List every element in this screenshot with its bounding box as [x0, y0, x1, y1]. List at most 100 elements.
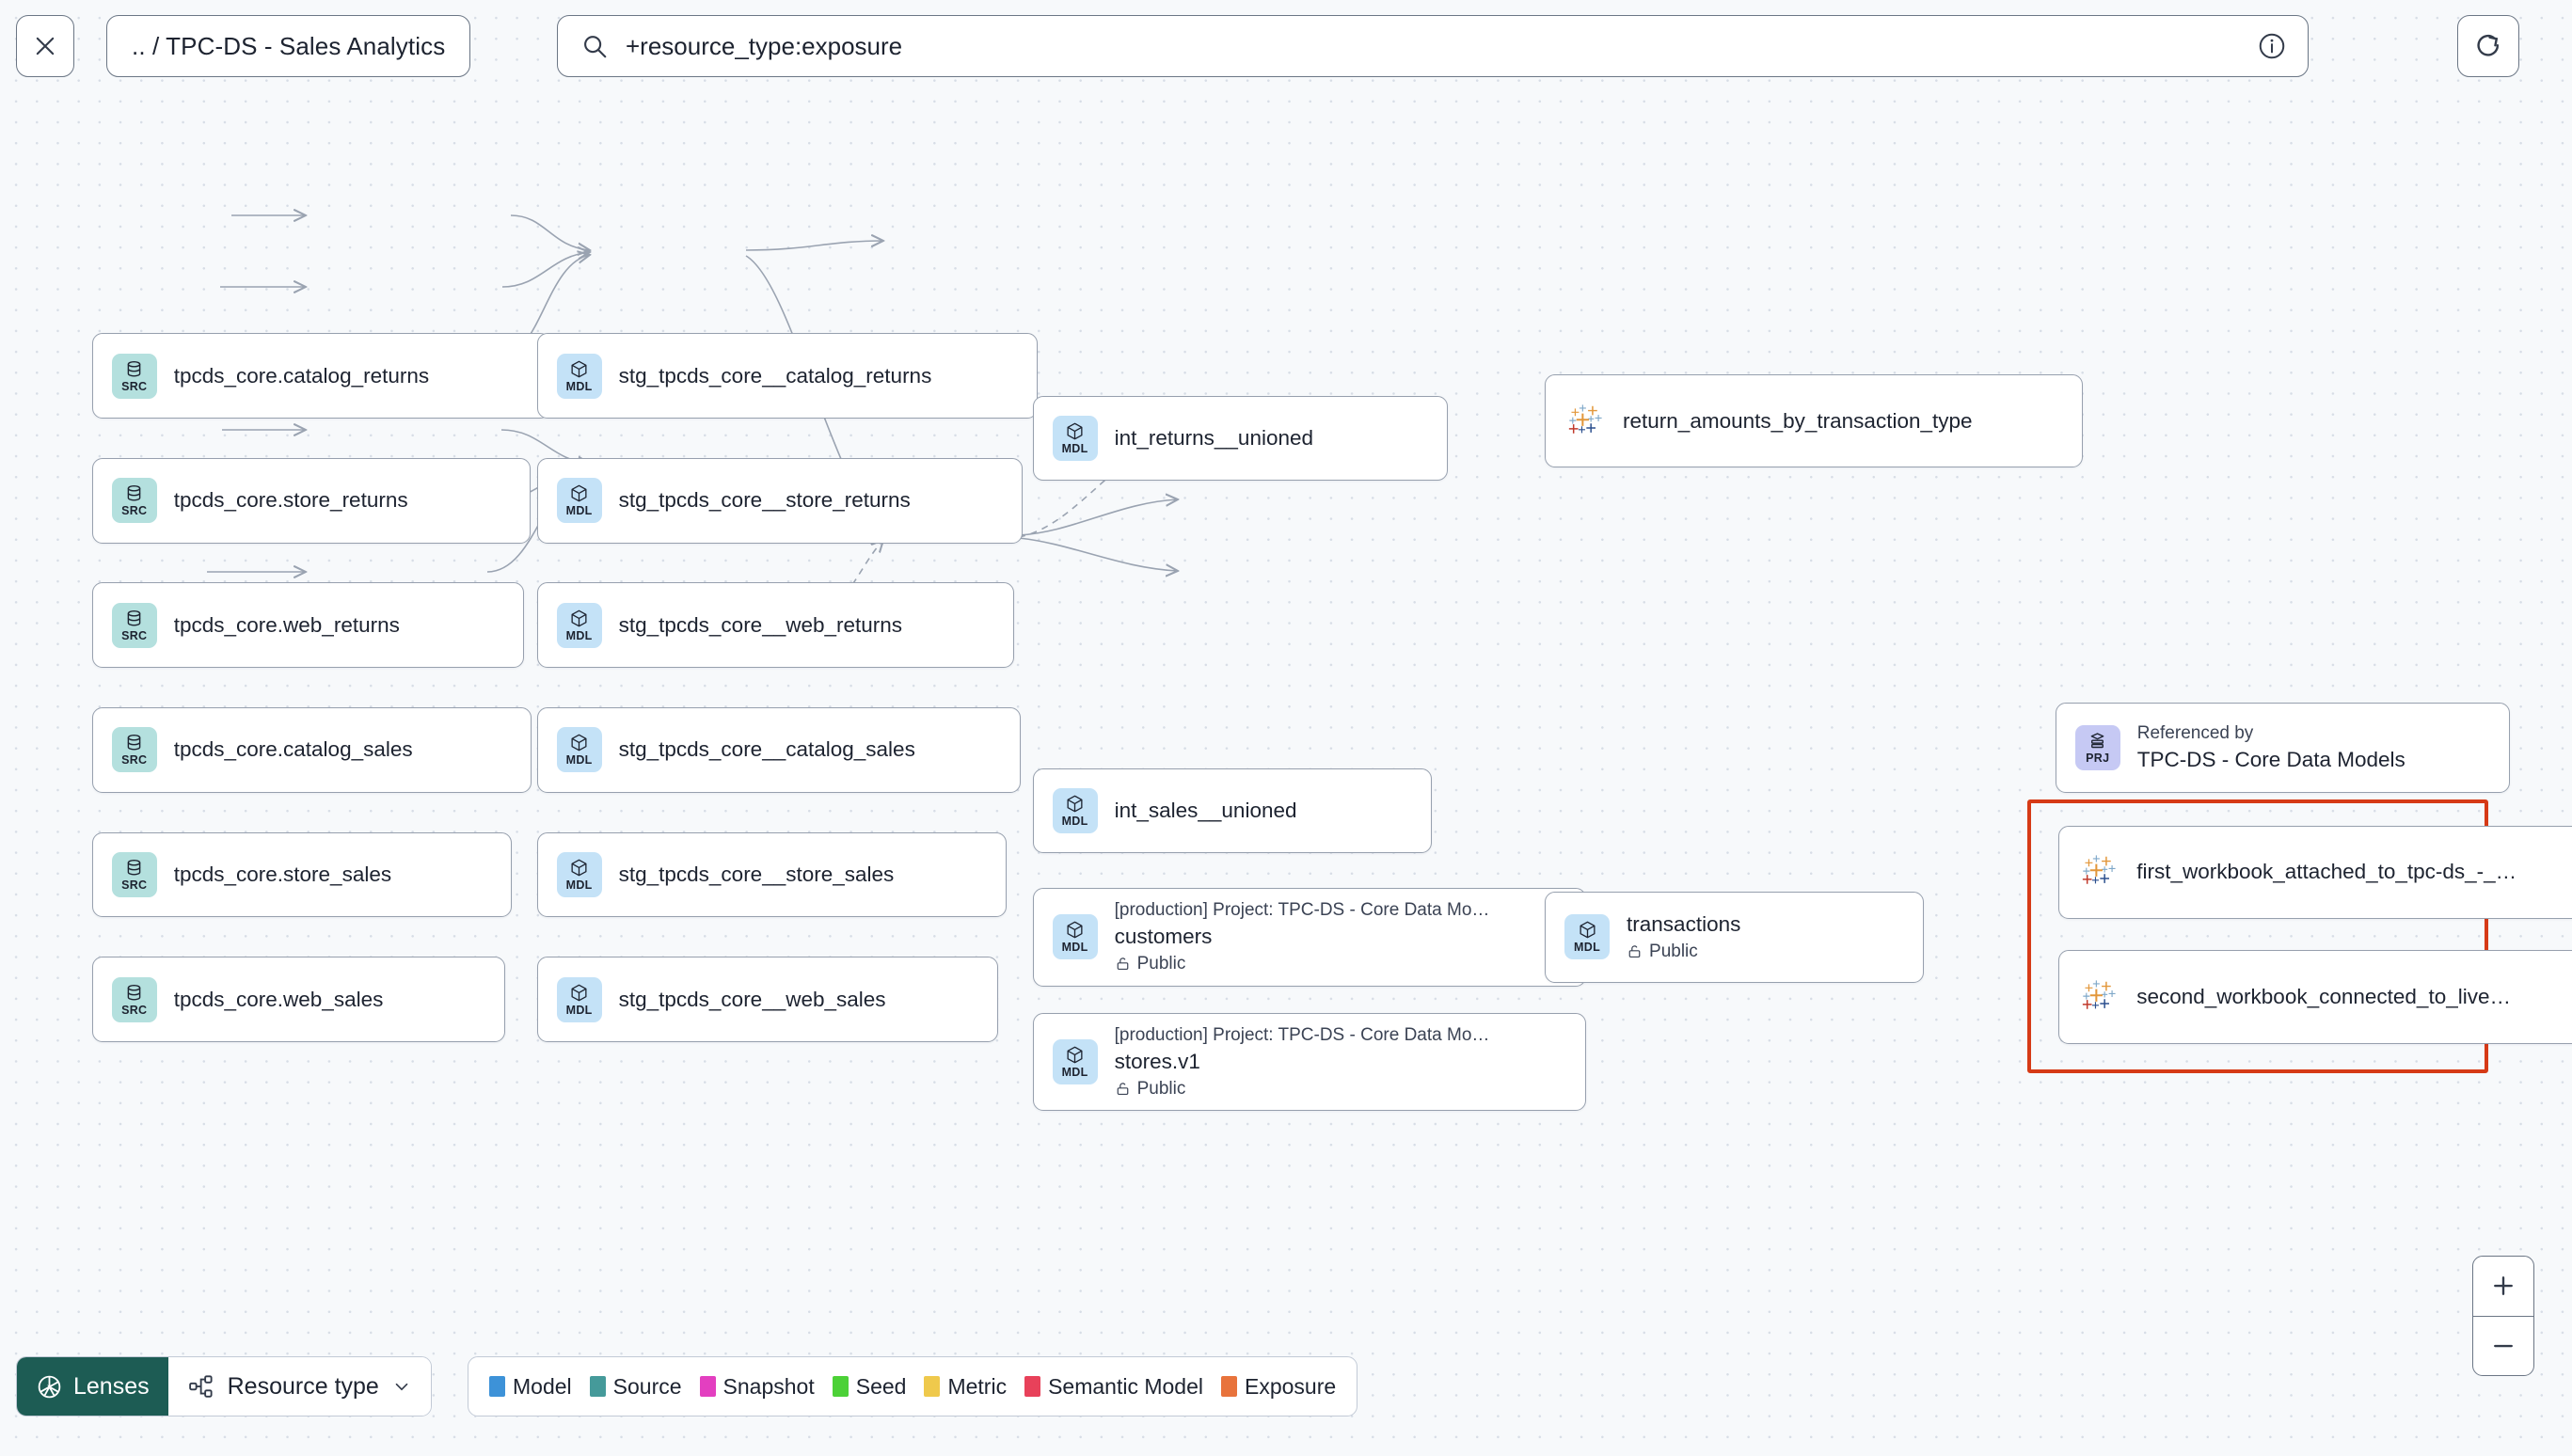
legend-item-exposure[interactable]: Exposure — [1221, 1374, 1336, 1400]
info-icon[interactable] — [2257, 31, 2287, 61]
node-title: stg_tpcds_core__store_sales — [618, 863, 895, 887]
node-title: stg_tpcds_core__web_returns — [618, 612, 903, 637]
node-title: stg_tpcds_core__web_sales — [618, 987, 886, 1011]
node-labels: int_returns__unioned — [1115, 426, 1313, 451]
graph-node-int_returns_unioned[interactable]: MDL int_returns__unioned — [1032, 395, 1449, 482]
database-icon — [124, 609, 144, 628]
hierarchy-icon — [188, 1375, 213, 1398]
graph-node-second_workbook[interactable]: second_workbook_connected_to_live… — [2058, 950, 2572, 1044]
legend-item-seed[interactable]: Seed — [832, 1373, 907, 1400]
legend-item-source[interactable]: Source — [589, 1373, 682, 1400]
node-labels: second_workbook_connected_to_live… — [2136, 985, 2511, 1009]
graph-node-transactions[interactable]: MDL transactions Public — [1545, 891, 1925, 984]
node-title: TPC-DS - Core Data Models — [2136, 747, 2405, 771]
search-bar[interactable]: +resource_type:exposure — [557, 15, 2309, 77]
legend-item-model[interactable]: Model — [489, 1374, 572, 1400]
graph-node-src_web_returns[interactable]: SRC tpcds_core.web_returns — [91, 582, 524, 669]
graph-node-stores_v1[interactable]: MDL [production] Project: TPC-DS - Core … — [1032, 1012, 1586, 1112]
legend-label: Seed — [855, 1373, 907, 1399]
breadcrumb[interactable]: .. / TPC-DS - Sales Analytics — [106, 15, 471, 77]
graph-node-src_store_sales[interactable]: SRC tpcds_core.store_sales — [91, 831, 513, 918]
node-visibility-label: Public — [1136, 1078, 1186, 1099]
node-project-label: [production] Project: TPC-DS - Core Data… — [1114, 1024, 1490, 1045]
node-labels: tpcds_core.web_returns — [174, 613, 400, 638]
graph-node-stg_store_sales[interactable]: MDL stg_tpcds_core__store_sales — [536, 831, 1007, 918]
refresh-button[interactable] — [2457, 15, 2519, 77]
zoom-out-button[interactable] — [2473, 1317, 2533, 1376]
node-labels: int_sales__unioned — [1115, 799, 1297, 823]
plus-icon — [2494, 1276, 2513, 1296]
graph-node-stg_web_returns[interactable]: MDL stg_tpcds_core__web_returns — [536, 582, 1015, 669]
node-type-badge-mdl: MDL — [556, 478, 602, 524]
graph-node-customers[interactable]: MDL [production] Project: TPC-DS - Core … — [1032, 888, 1586, 987]
node-type-badge-label: MDL — [565, 753, 593, 768]
legend-swatch — [924, 1376, 941, 1397]
node-labels: stg_tpcds_core__catalog_sales — [619, 737, 915, 762]
node-type-badge-src: SRC — [111, 976, 157, 1022]
breadcrumb-label: .. / TPC-DS - Sales Analytics — [132, 31, 446, 60]
node-type-badge-label: SRC — [121, 628, 148, 642]
graph-node-first_workbook[interactable]: first_workbook_attached_to_tpc-ds_-_… — [2058, 825, 2572, 920]
node-type-badge-mdl: MDL — [1564, 914, 1611, 960]
node-type-badge-mdl: MDL — [1052, 415, 1098, 461]
graph-node-src_store_returns[interactable]: SRC tpcds_core.store_returns — [91, 457, 531, 544]
node-type-badge-mdl: MDL — [1052, 914, 1098, 960]
legend-swatch — [489, 1376, 505, 1397]
zoom-in-button[interactable] — [2473, 1257, 2533, 1317]
legend-item-snapshot[interactable]: Snapshot — [699, 1374, 815, 1400]
node-type-badge-src: SRC — [111, 602, 157, 648]
graph-node-stg_catalog_sales[interactable]: MDL stg_tpcds_core__catalog_sales — [536, 707, 1022, 793]
close-button[interactable] — [16, 15, 74, 77]
graph-node-src_catalog_returns[interactable]: SRC tpcds_core.catalog_returns — [91, 333, 550, 419]
top-toolbar: .. / TPC-DS - Sales Analytics +resource_… — [0, 0, 2572, 110]
resource-type-dropdown[interactable]: Resource type — [167, 1357, 431, 1416]
graph-node-stg_catalog_returns[interactable]: MDL stg_tpcds_core__catalog_returns — [536, 333, 1038, 419]
cube-icon — [1065, 794, 1085, 814]
cube-icon — [569, 609, 589, 628]
node-type-badge-label: MDL — [1061, 441, 1088, 455]
graph-node-return_amounts[interactable]: return_amounts_by_transaction_type — [1545, 373, 2084, 468]
cube-icon — [569, 359, 589, 379]
node-title: int_sales__unioned — [1114, 799, 1297, 823]
node-type-badge-mdl: MDL — [556, 602, 602, 648]
node-title: second_workbook_connected_to_live… — [2136, 985, 2511, 1009]
node-type-badge-label: MDL — [1061, 941, 1088, 955]
database-icon — [124, 983, 144, 1003]
unlock-icon — [1117, 1083, 1128, 1096]
node-labels: first_workbook_attached_to_tpc-ds_-_… — [2136, 860, 2516, 884]
project-icon — [2088, 731, 2107, 751]
node-labels: return_amounts_by_transaction_type — [1623, 409, 1972, 434]
node-type-badge-label: MDL — [1061, 1066, 1088, 1079]
search-input[interactable]: +resource_type:exposure — [626, 31, 903, 60]
tableau-icon — [1568, 404, 1602, 434]
node-type-badge-mdl: MDL — [1052, 788, 1098, 834]
graph-node-stg_store_returns[interactable]: MDL stg_tpcds_core__store_returns — [536, 457, 1024, 544]
graph-node-int_sales_unioned[interactable]: MDL int_sales__unioned — [1032, 768, 1432, 854]
node-type-badge-label: SRC — [121, 1003, 148, 1017]
database-icon — [124, 359, 144, 379]
node-title: customers — [1114, 924, 1213, 948]
node-type-badge-mdl: MDL — [556, 353, 602, 399]
lenses-button[interactable]: Lenses — [17, 1357, 168, 1416]
node-labels: tpcds_core.catalog_sales — [174, 737, 413, 762]
node-title: tpcds_core.catalog_sales — [173, 737, 413, 762]
database-icon — [124, 733, 144, 752]
cube-icon — [1065, 920, 1085, 940]
graph-node-stg_web_sales[interactable]: MDL stg_tpcds_core__web_sales — [536, 957, 998, 1043]
graph-node-src_catalog_sales[interactable]: SRC tpcds_core.catalog_sales — [91, 707, 532, 793]
minus-icon — [2494, 1344, 2513, 1347]
legend-swatch — [589, 1376, 606, 1397]
search-icon — [584, 36, 607, 58]
node-type-badge-mdl: MDL — [1052, 1039, 1098, 1084]
node-type-badge-label: MDL — [565, 379, 593, 393]
graph-node-src_web_sales[interactable]: SRC tpcds_core.web_sales — [91, 957, 506, 1043]
exposure-highlight-box — [2027, 799, 2489, 1074]
node-type-badge-label: MDL — [565, 1003, 593, 1017]
node-title: stg_tpcds_core__catalog_sales — [618, 737, 915, 762]
node-type-badge-label: SRC — [121, 878, 148, 893]
legend-label: Source — [612, 1373, 682, 1399]
legend-item-metric[interactable]: Metric — [924, 1374, 1007, 1400]
legend-item-semantic-model[interactable]: Semantic Model — [1024, 1374, 1203, 1400]
